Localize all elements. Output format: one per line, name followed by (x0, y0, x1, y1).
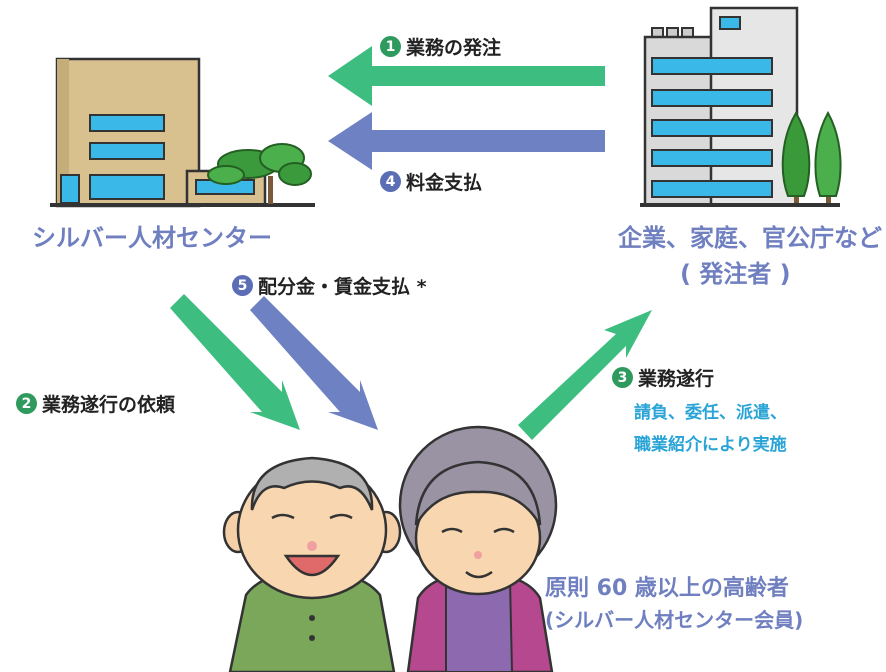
step-number: 3 (612, 367, 633, 388)
office-building-icon (640, 6, 840, 207)
client-name: 企業、家庭、官公庁など (618, 224, 882, 252)
step-work: 3 業務遂行 (612, 364, 714, 391)
step-number: 1 (380, 36, 401, 57)
elderly-man-icon (222, 456, 402, 672)
arrow-wage (250, 296, 378, 430)
step-wage: 5 配分金・賃金支払 * (232, 272, 427, 299)
step-payment: 4 料金支払 (380, 168, 482, 195)
center-building-icon (50, 57, 315, 208)
step-label: 業務遂行の依頼 (42, 394, 176, 416)
arrow-order (328, 46, 605, 106)
step-number: 4 (380, 171, 401, 192)
arrow-request (170, 294, 300, 430)
step-label: 料金支払 (406, 172, 483, 194)
members-line1: 原則 60 歳以上の高齢者 (545, 576, 789, 601)
step3-detail-line1: 請負、委任、派遣、 (634, 403, 787, 423)
step-order: 1 業務の発注 (380, 33, 501, 60)
arrow-work (518, 310, 652, 440)
step-number: 5 (232, 275, 253, 296)
step-request: 2 業務遂行の依頼 (16, 390, 175, 417)
step3-detail-line2: 職業紹介により実施 (634, 435, 787, 455)
arrow-payment (328, 112, 605, 170)
tree-icon (781, 110, 842, 203)
elderly-woman-icon (398, 425, 558, 672)
tree-icon (207, 143, 312, 204)
members-line2: (シルバー人材センター会員) (545, 608, 804, 632)
step-label: 業務の発注 (406, 37, 502, 59)
step-number: 2 (16, 393, 37, 414)
client-sub: ( 発注者 ) (680, 260, 791, 288)
step-label: 配分金・賃金支払 * (258, 276, 427, 298)
step-label: 業務遂行 (638, 368, 715, 390)
center-name: シルバー人材センター (32, 224, 272, 252)
